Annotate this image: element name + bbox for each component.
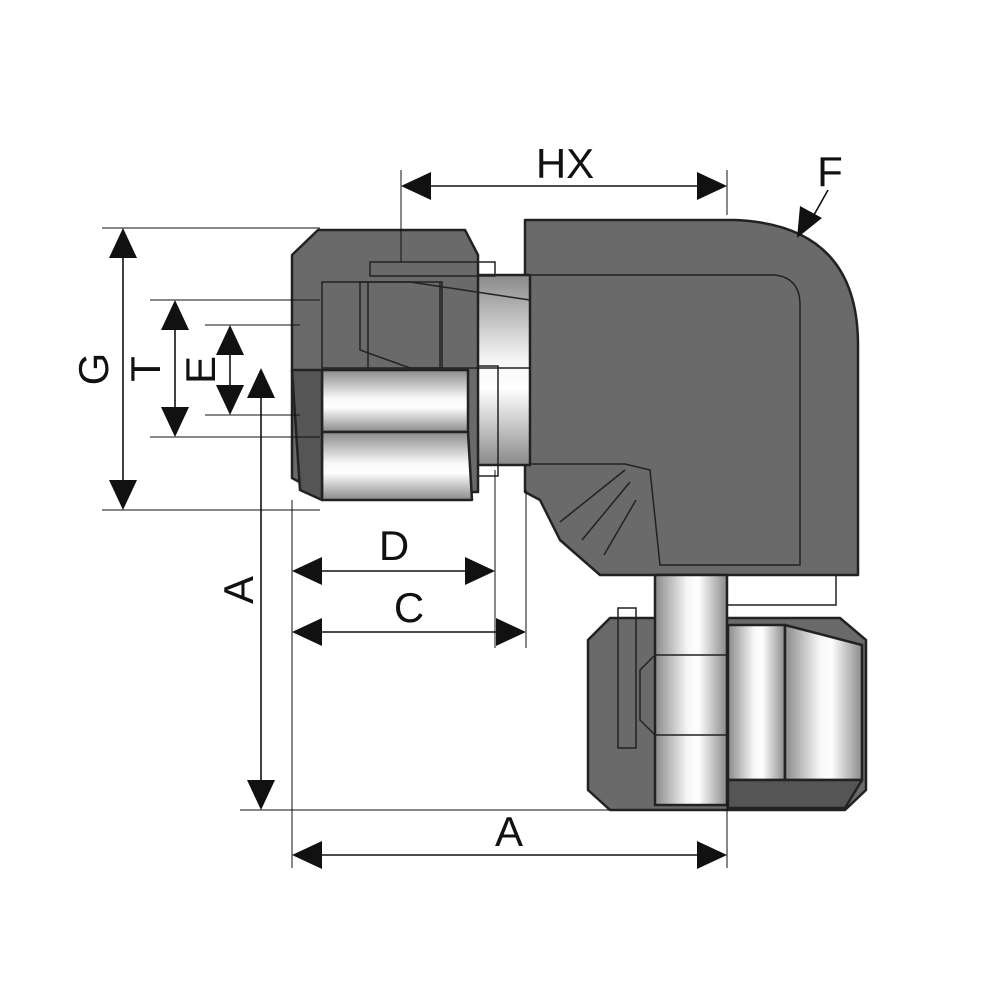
dim-e-arrow-top (216, 325, 244, 355)
dim-g-arrow-bottom (109, 480, 137, 510)
dim-t-arrow-bottom (161, 407, 189, 437)
dim-c-arrow-right (496, 618, 526, 646)
label-g: G (70, 353, 117, 386)
label-t: T (122, 356, 169, 382)
dim-t-arrow-top (161, 300, 189, 330)
label-a-vertical: A (215, 576, 262, 604)
dim-g-arrow-top (109, 228, 137, 258)
label-d: D (379, 522, 409, 569)
label-a-horizontal: A (495, 808, 523, 855)
label-c: C (394, 584, 424, 631)
dim-hx-arrow-left (401, 172, 431, 200)
dim-a-horizontal-arrow-right (697, 841, 727, 869)
dim-a-vertical-arrow-top (247, 368, 275, 398)
bottom-nut-assembly (586, 573, 868, 812)
dim-a-horizontal-arrow-left (292, 841, 322, 869)
dim-a-vertical-arrow-bottom (247, 780, 275, 810)
label-e: E (177, 356, 224, 384)
elbow-body (523, 218, 860, 577)
dim-d-arrow-right (465, 557, 495, 585)
dimension-lines (102, 170, 829, 869)
label-f: F (817, 148, 843, 195)
dim-c-arrow-left (292, 618, 322, 646)
dim-e-arrow-bottom (216, 385, 244, 415)
left-nut-assembly (290, 228, 532, 502)
dim-d-arrow-left (292, 557, 322, 585)
label-hx: HX (536, 140, 594, 187)
dim-hx-arrow-right (697, 172, 727, 200)
dimension-labels: HX F G T E A D C A (70, 140, 843, 855)
dim-f-arrow (797, 206, 822, 238)
